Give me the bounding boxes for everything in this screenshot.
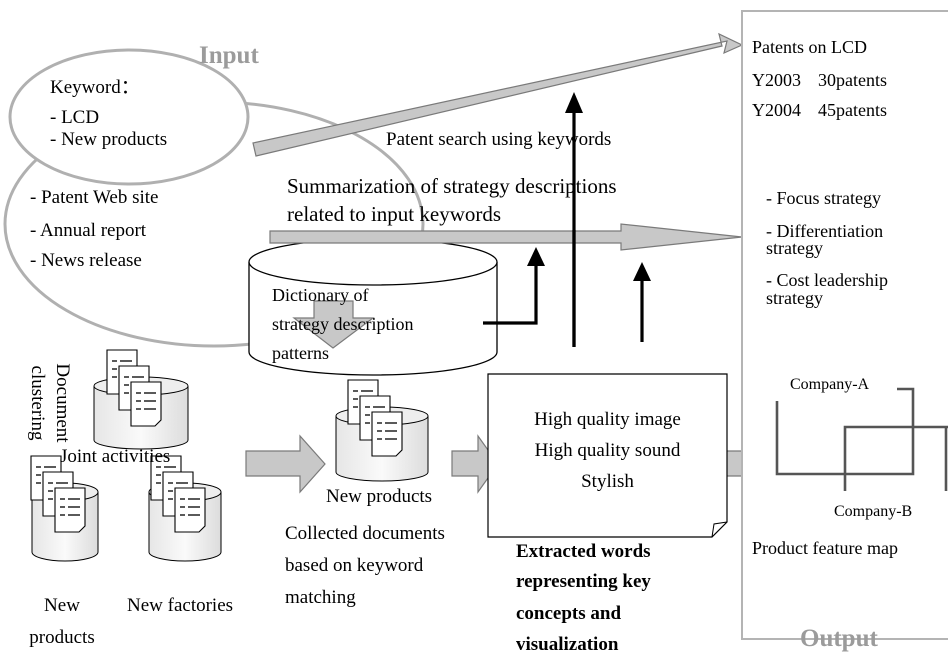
document-clustering-label: Document clustering [25, 348, 75, 458]
new-products-collected-label: New products [326, 486, 433, 507]
new-factories-label: New factories [127, 595, 234, 616]
strategy-item: - Focus strategy [766, 188, 881, 208]
input-title: Input [199, 42, 259, 69]
extracted-word: Stylish [581, 471, 634, 492]
company-a-label: Company-A [790, 376, 870, 393]
summary-up-arrowhead [633, 262, 651, 281]
patent-search-arrow [252, 32, 744, 157]
collected-documents-label: Collected documents [285, 523, 445, 544]
source-item: - Annual report [30, 220, 147, 241]
strategy-item: - Differentiation [766, 221, 884, 241]
output-title: Output [800, 625, 878, 652]
joint-activities-cluster [93, 349, 189, 450]
dictionary-connector [483, 262, 538, 325]
patents-title: Patents on LCD [752, 37, 867, 57]
down-arrow [292, 300, 375, 349]
new-products-cluster [30, 455, 99, 562]
patent-up-arrowhead [565, 92, 583, 113]
source-item: - News release [30, 250, 142, 271]
collected-documents-label: based on keyword [285, 555, 424, 576]
dictionary-label: patterns [272, 343, 329, 363]
patents-year: Y2004 [752, 100, 801, 120]
dictionary-label: Dictionary of [272, 285, 369, 305]
company-b-line [843, 425, 948, 491]
product-feature-map-caption: Product feature map [752, 538, 898, 558]
patents-count: 30patents [818, 70, 887, 90]
source-item: - Patent Web site [30, 187, 159, 208]
new-products-cluster-label: products [29, 627, 95, 648]
extracted-words-document [487, 373, 728, 538]
joint-activities-label: Joint activities [60, 446, 171, 467]
document-clustering-line: Document [52, 363, 73, 443]
strategy-item: strategy [766, 238, 823, 258]
document-clustering-line: clustering [27, 365, 48, 441]
dictionary-label: strategy description [272, 314, 414, 334]
keyword-item: - LCD [50, 107, 100, 128]
dictionary-up-arrowhead [527, 247, 545, 266]
collected-documents-label: matching [285, 587, 356, 608]
extracted-word: High quality sound [534, 440, 681, 461]
keyword-ellipse [8, 48, 250, 186]
patent-search-label: Patent search using keywords [386, 129, 612, 150]
to-collected-arrow [245, 434, 326, 494]
output-panel [741, 10, 948, 640]
new-products-cluster-label: New [44, 595, 80, 616]
extracted-caption: concepts and [516, 603, 622, 624]
keyword-label: Keyword： [50, 77, 140, 98]
strategy-item: strategy [766, 288, 823, 308]
summarization-label: related to input keywords [287, 202, 502, 226]
patents-year: Y2003 [752, 70, 801, 90]
extracted-word: High quality image [534, 409, 681, 430]
summarization-label: Summarization of strategy descriptions [287, 174, 617, 198]
strategy-item: - Cost leadership [766, 270, 888, 290]
summarization-arrow [269, 223, 743, 251]
extracted-caption: representing key [516, 571, 651, 592]
extracted-caption: Extracted words [516, 541, 651, 562]
extracted-caption: visualization [516, 634, 619, 655]
company-a-line [775, 387, 915, 476]
patents-count: 45patents [818, 100, 887, 120]
company-b-label: Company-B [834, 503, 913, 520]
keyword-item: - New products [50, 129, 168, 150]
new-factories-cluster [148, 455, 222, 562]
collected-new-products-cluster [335, 379, 429, 482]
